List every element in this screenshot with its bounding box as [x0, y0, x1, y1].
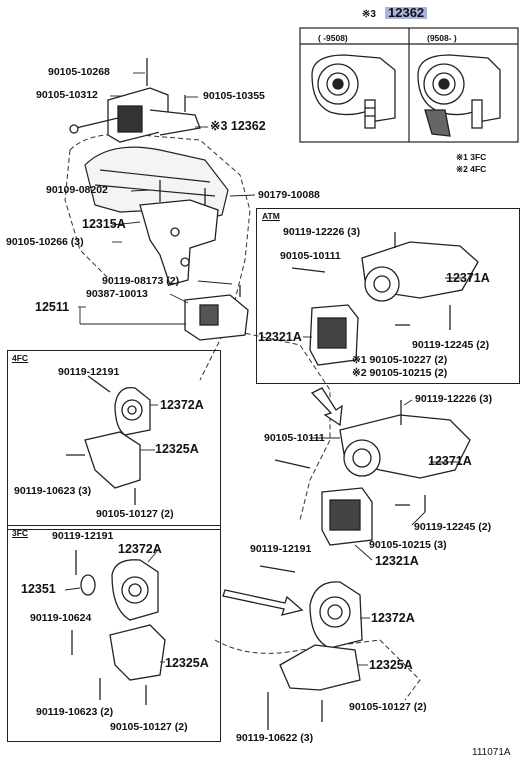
atm-box-title: ATM [262, 211, 280, 221]
label-90105-10111: 90105-10111 [264, 432, 325, 444]
label-90119-08173: 90119-08173 (2) [102, 275, 180, 287]
bracket-12511-drawing [184, 285, 249, 341]
engine-block-outline [64, 133, 421, 701]
3fc-label-90105-10127: 90105-10127 (2) [110, 721, 188, 733]
label-12325a: 12325A [369, 658, 413, 672]
3fc-label-90119-10624: 90119-10624 [30, 612, 92, 624]
label-12362-ref: ※3 12362 [210, 119, 266, 133]
footnote-1: ※1 3FC [456, 152, 487, 162]
3fc-label-12351: 12351 [21, 582, 56, 596]
3fc-label-90119-10623: 90119-10623 (2) [36, 706, 114, 718]
3fc-box [7, 525, 221, 742]
label-12315a: 12315A [82, 217, 126, 231]
upper-engine-mount-drawing [69, 58, 201, 143]
3fc-label-12325a: 12325A [165, 656, 209, 670]
bracket-12315a-drawing [139, 180, 219, 286]
label-90105-10127: 90105-10127 (2) [349, 701, 427, 713]
mount-12372a-drawing [259, 565, 363, 649]
4fc-label-12372a: 12372A [160, 398, 204, 412]
atm-label-90105-10215: ※2 90105-10215 (2) [352, 367, 448, 379]
atm-label-90119-12226: 90119-12226 (3) [283, 226, 361, 238]
footnote-2: ※2 4FC [456, 164, 487, 174]
label-90105-10312: 90105-10312 [36, 89, 98, 101]
label-90119-12226: 90119-12226 (3) [415, 393, 493, 405]
4fc-box-title: 4FC [12, 353, 29, 363]
label-90105-10215: 90105-10215 (3) [369, 539, 447, 551]
label-90119-12191: 90119-12191 [250, 543, 312, 555]
ref-mark: ※3 [362, 9, 376, 20]
label-12321a: 12321A [375, 554, 419, 568]
label-12371a: 12371A [428, 454, 472, 468]
label-90119-12245: 90119-12245 (2) [414, 521, 492, 533]
atm-label-12371a: 12371A [446, 271, 490, 285]
atm-mount-12371a-drawing [291, 232, 479, 330]
3fc-box-title: 3FC [12, 528, 29, 538]
3fc-bracket-12325a-drawing [71, 624, 166, 705]
label-90119-10622: 90119-10622 (3) [236, 732, 314, 744]
reference-arrows [222, 387, 343, 616]
atm-label-12321a: 12321A [258, 330, 302, 344]
variant-mount-left-drawing [311, 54, 396, 129]
leader-lines [64, 72, 465, 666]
4fc-label-90119-12191: 90119-12191 [58, 366, 120, 378]
4fc-label-12325a: 12325A [155, 442, 199, 456]
label-90179-10088: 90179-10088 [258, 189, 320, 201]
label-90105-10266: 90105-10266 (3) [6, 236, 84, 248]
atm-box [256, 208, 520, 384]
4fc-label-90105-10127: 90105-10127 (2) [96, 508, 174, 520]
4fc-box [7, 350, 221, 530]
3fc-mount-12372a-drawing [75, 550, 159, 621]
mount-12321a-drawing [321, 487, 410, 546]
label-90387-10013: 90387-10013 [86, 288, 148, 300]
variant-right-header: (9508- ) [427, 33, 457, 43]
4fc-label-90119-10623: 90119-10623 (3) [14, 485, 92, 497]
4fc-bracket-12325a-drawing [66, 431, 141, 505]
3fc-label-90119-12191: 90119-12191 [52, 530, 114, 542]
label-90105-10268: 90105-10268 [48, 66, 110, 78]
3fc-label-12372a: 12372A [118, 542, 162, 556]
ref-part-number: 12362 [385, 6, 428, 19]
atm-label-90105-10227: ※1 90105-10227 (2) [352, 354, 448, 366]
variant-mount-right-drawing [417, 54, 501, 137]
atm-label-90119-12245: 90119-12245 (2) [412, 339, 490, 351]
atm-label-90105-10111: 90105-10111 [280, 250, 341, 262]
variant-left-header: ( -9508) [318, 33, 348, 43]
label-12372a: 12372A [371, 611, 415, 625]
label-90109-08202: 90109-08202 [46, 184, 108, 196]
atm-mount-12321a-drawing [309, 304, 410, 366]
variant-table [299, 27, 519, 143]
label-90105-10355: 90105-10355 [203, 90, 265, 102]
figure-id: 111071A [472, 747, 511, 758]
4fc-mount-12372a-drawing [87, 375, 151, 436]
bracket-12325a-drawing [267, 644, 361, 730]
label-12511: 12511 [35, 300, 70, 314]
